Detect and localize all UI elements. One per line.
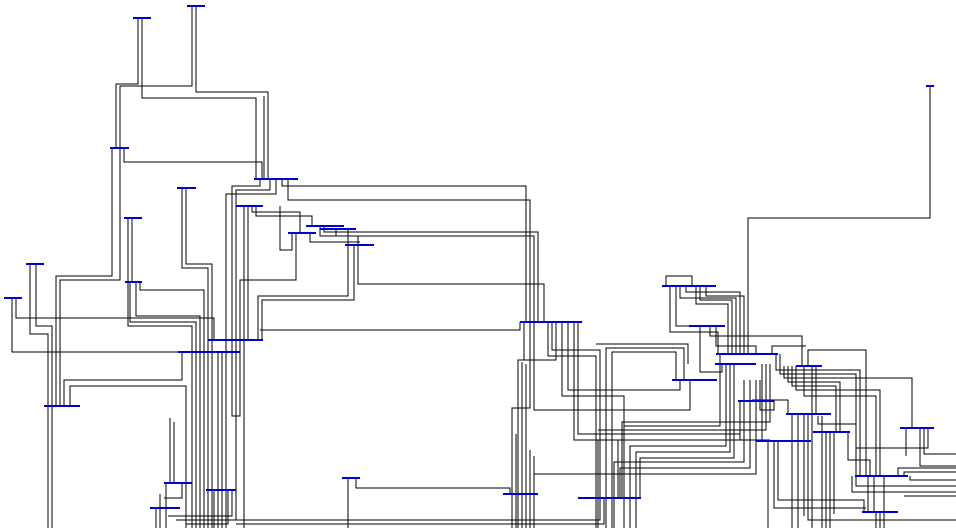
wire <box>511 322 531 528</box>
wire <box>69 385 187 528</box>
wire <box>699 286 733 354</box>
wire <box>695 286 729 354</box>
wire <box>773 440 866 509</box>
wire <box>771 345 806 354</box>
wire <box>257 228 349 340</box>
wire <box>923 428 956 455</box>
wire <box>669 286 719 354</box>
wire <box>759 380 775 411</box>
wire <box>613 380 745 528</box>
wire <box>551 322 601 498</box>
wire <box>59 6 193 406</box>
wire <box>35 264 53 528</box>
wire-layer <box>11 6 956 528</box>
wire <box>231 180 261 417</box>
wire <box>795 366 881 476</box>
wire <box>783 366 913 428</box>
wire <box>335 228 545 322</box>
wire <box>168 490 233 517</box>
wire <box>319 226 535 322</box>
wire <box>623 354 721 528</box>
wire <box>547 322 597 528</box>
wire <box>123 148 263 178</box>
wire <box>777 440 865 512</box>
wire <box>185 188 213 528</box>
wire <box>309 234 360 243</box>
wire <box>186 490 229 525</box>
wire <box>181 188 209 528</box>
wire <box>115 18 139 148</box>
wire <box>679 286 737 354</box>
wire <box>665 275 693 286</box>
wire <box>847 432 871 476</box>
wire <box>629 364 727 528</box>
wire <box>127 218 193 528</box>
wire <box>135 282 201 528</box>
wire <box>323 226 539 322</box>
wire <box>517 322 557 528</box>
wire <box>55 148 113 406</box>
wire <box>598 364 767 431</box>
wire <box>903 471 956 476</box>
wire <box>699 326 723 373</box>
wire <box>129 282 197 528</box>
wire <box>596 343 689 364</box>
wire <box>851 476 956 493</box>
wire <box>255 206 313 226</box>
pin-layer <box>4 5 934 513</box>
wire <box>11 298 180 353</box>
wire <box>791 366 837 432</box>
wire <box>244 498 601 521</box>
wire <box>261 246 355 340</box>
wire <box>635 364 731 528</box>
wire <box>195 6 269 178</box>
wire <box>567 322 681 391</box>
wire <box>807 414 956 521</box>
wire <box>15 298 215 340</box>
wire <box>605 347 685 528</box>
wire <box>236 498 605 525</box>
wire <box>239 234 297 340</box>
wire <box>715 326 757 354</box>
wire <box>705 286 745 354</box>
wire <box>29 264 49 528</box>
wire <box>235 180 271 520</box>
wire <box>909 476 956 481</box>
wire <box>260 322 521 331</box>
wire <box>803 366 877 476</box>
wire <box>775 354 861 476</box>
wire <box>139 282 205 528</box>
wire <box>897 467 956 476</box>
wire <box>807 349 867 476</box>
wire <box>164 484 183 499</box>
wire <box>855 476 956 487</box>
wire <box>685 286 741 354</box>
wire <box>817 416 929 449</box>
wire <box>919 428 956 467</box>
wire <box>787 366 841 432</box>
wire <box>619 380 751 498</box>
wire <box>251 206 301 232</box>
wire <box>279 206 293 251</box>
wire <box>747 86 931 354</box>
wire <box>287 180 531 322</box>
wire <box>621 364 771 498</box>
wire <box>225 180 277 528</box>
wire <box>709 326 803 366</box>
wire <box>281 180 527 322</box>
wire <box>63 352 183 406</box>
wire <box>534 380 757 475</box>
wire <box>639 364 735 498</box>
wire <box>355 478 511 494</box>
wire <box>141 18 257 178</box>
wire <box>573 322 619 498</box>
